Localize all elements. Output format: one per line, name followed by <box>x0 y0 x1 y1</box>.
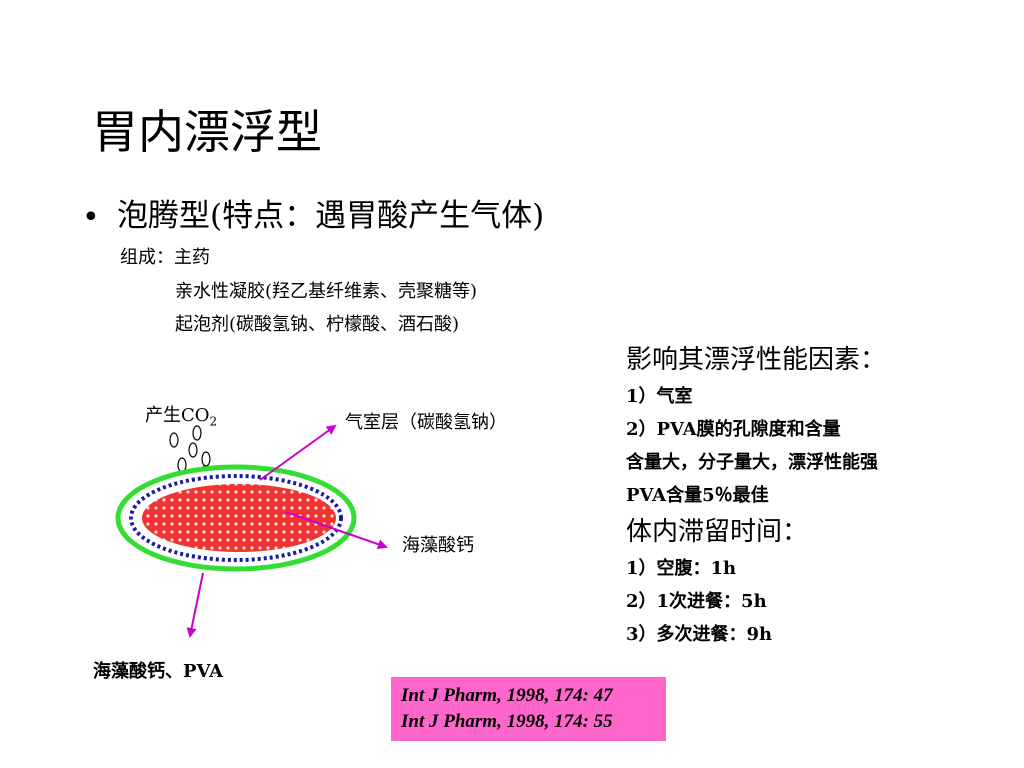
factors-heading: 影响其漂浮性能因素： <box>626 345 887 375</box>
arrow-air-chamber <box>259 424 337 481</box>
co2-label: 产生CO2 <box>145 404 217 434</box>
calcium-alginate-core <box>142 484 336 552</box>
composition-line-main: 组成：主药 <box>120 247 210 268</box>
core-label: 海藻酸钙 <box>402 535 474 556</box>
references-box: Int J Pharm, 1998, 174: 47 Int J Pharm, … <box>391 677 666 741</box>
air-chamber-layer <box>129 474 343 562</box>
outer-layer-label: 海藻酸钙、PVA <box>93 661 224 682</box>
arrow-core <box>285 511 388 550</box>
bullet-symbol: • <box>82 200 100 235</box>
factor-item-2: 2）PVA膜的孔隙度和含量 <box>626 419 841 440</box>
co2-label-text: 产生CO <box>145 405 210 426</box>
retention-item-2: 2）1次进餐：5h <box>626 591 767 612</box>
factor-item-1: 1）气室 <box>626 386 693 407</box>
arrow-outer-layer <box>186 572 204 638</box>
retention-heading: 体内滞留时间： <box>626 517 809 547</box>
composition-line-gel: 亲水性凝胶(羟乙基纤维素、壳聚糖等) <box>175 281 478 302</box>
reference-2: Int J Pharm, 1998, 174: 55 <box>401 711 613 732</box>
factor-item-4: PVA含量5％最佳 <box>626 485 769 506</box>
composition-line-foaming: 起泡剂(碳酸氢钠、柠檬酸、酒石酸) <box>175 314 460 335</box>
co2-label-subscript: 2 <box>209 414 218 429</box>
bullet-heading: 泡腾型(特点：遇胃酸产生气体) <box>117 198 545 234</box>
reference-1: Int J Pharm, 1998, 174: 47 <box>401 685 613 706</box>
retention-item-3: 3）多次进餐：9h <box>626 624 773 645</box>
factor-item-3: 含量大，分子量大，漂浮性能强 <box>626 452 878 473</box>
retention-item-1: 1）空腹：1h <box>626 558 737 579</box>
air-chamber-label: 气室层（碳酸氢钠） <box>345 412 507 433</box>
slide-title: 胃内漂浮型 <box>92 105 322 159</box>
